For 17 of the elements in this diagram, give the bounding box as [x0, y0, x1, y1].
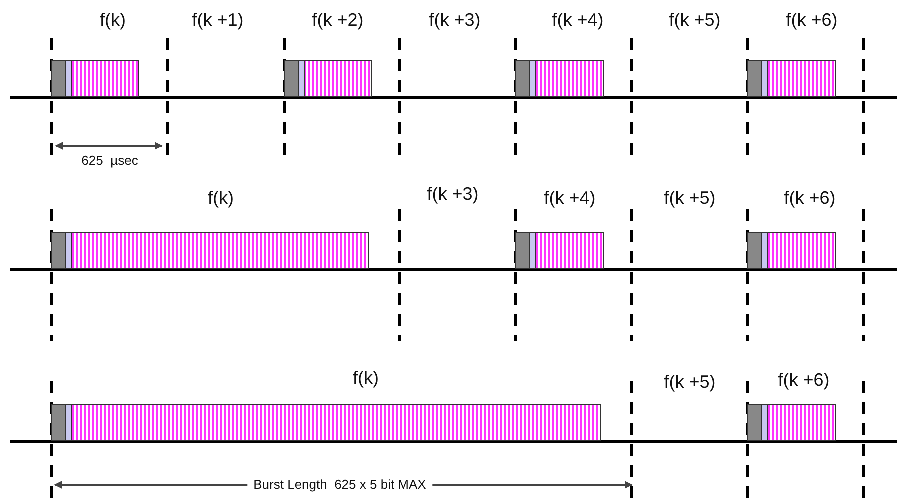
- slot-frequency-label: f(k +5): [664, 373, 716, 391]
- slot-frequency-label: f(k): [353, 369, 379, 387]
- slot-frequency-label: f(k +6): [786, 11, 838, 29]
- slot-frequency-label: f(k +3): [427, 185, 479, 203]
- slot-frequency-label: f(k +5): [664, 189, 716, 207]
- slot-frequency-label: f(k +4): [544, 189, 596, 207]
- slot-frequency-label: f(k): [208, 189, 234, 207]
- dimension-label: Burst Length 625 x 5 bit MAX: [248, 478, 432, 491]
- dimension-label: 625 µsec: [82, 154, 138, 167]
- slot-frequency-label: f(k +5): [669, 11, 721, 29]
- slot-frequency-label: f(k): [100, 11, 126, 29]
- slot-frequency-label: f(k +4): [552, 11, 604, 29]
- slot-frequency-label: f(k +2): [312, 11, 364, 29]
- slot-frequency-label: f(k +3): [429, 11, 481, 29]
- slot-frequency-label: f(k +1): [192, 11, 244, 29]
- slot-frequency-label: f(k +6): [784, 189, 836, 207]
- slot-frequency-label: f(k +6): [778, 371, 830, 389]
